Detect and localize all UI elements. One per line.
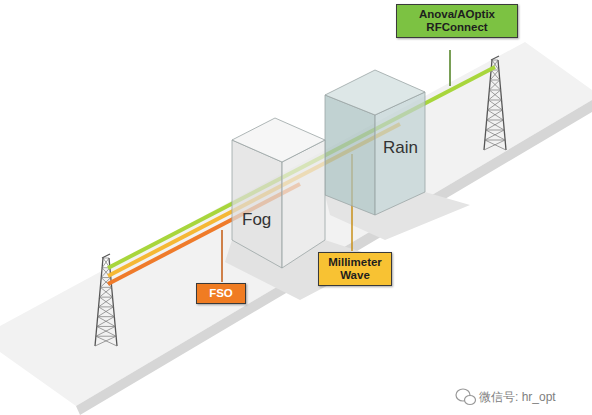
lattice-tower xyxy=(95,254,117,346)
ground-slab xyxy=(0,42,592,406)
rain-cube: Rain xyxy=(325,70,425,215)
callout-text: Anova/AOptix RFConnect xyxy=(402,8,512,34)
callout-box: FSO xyxy=(196,283,246,304)
cube-outline xyxy=(232,118,325,268)
callout-box: Anova/AOptix RFConnect xyxy=(396,4,518,38)
callout-box: Millimeter Wave xyxy=(318,252,392,286)
leader-line xyxy=(221,230,223,282)
wechat-icon xyxy=(456,389,476,405)
green-beam xyxy=(108,67,495,268)
callout-text: FSO xyxy=(202,287,240,300)
watermark: 微信号: hr_opt xyxy=(479,389,556,406)
leader-line xyxy=(449,50,451,86)
fog-cube: Fog xyxy=(232,118,325,268)
cube-label: Rain xyxy=(383,138,418,158)
towers xyxy=(95,56,506,346)
callout-text: Millimeter Wave xyxy=(324,256,386,282)
cube-label: Fog xyxy=(242,210,271,230)
